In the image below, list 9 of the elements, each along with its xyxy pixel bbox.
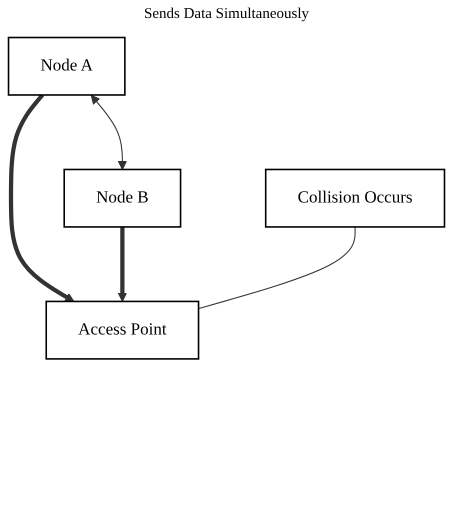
connector: [198, 226, 356, 310]
arrow: [118, 226, 128, 302]
arrow: [90, 94, 128, 170]
node-box: Access Point: [45, 300, 200, 360]
arrow: [8, 94, 74, 302]
node-box: Collision Occurs: [264, 168, 446, 228]
node-box: Node B: [63, 168, 182, 228]
note-text: Sends Data Simultaneously: [144, 6, 309, 23]
node-box: Node A: [8, 36, 126, 96]
